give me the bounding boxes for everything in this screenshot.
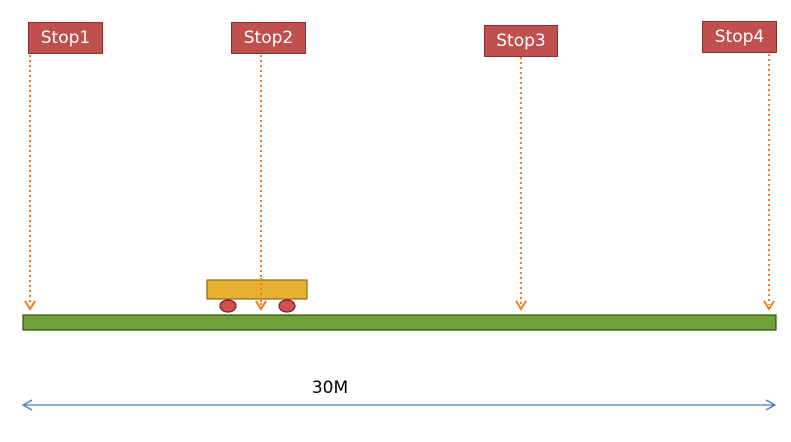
stop1-label: Stop1 bbox=[28, 22, 103, 54]
dimension-arrow-left bbox=[21, 399, 33, 411]
dimension-arrow-right bbox=[765, 399, 777, 411]
track bbox=[22, 314, 777, 331]
cart-body bbox=[206, 279, 308, 300]
cart-wheel-left bbox=[219, 299, 237, 313]
stop4-label: Stop4 bbox=[702, 21, 777, 53]
stop2-label: Stop2 bbox=[231, 22, 306, 54]
track-length-label: 30M bbox=[311, 378, 349, 398]
dimension-line bbox=[21, 399, 777, 411]
stop3-arrow-head bbox=[515, 300, 527, 311]
stop1-arrow-head bbox=[24, 300, 36, 311]
stop3-label: Stop3 bbox=[484, 25, 558, 57]
stop2-arrow-head-front bbox=[255, 300, 267, 311]
stop4-arrow-head bbox=[763, 300, 775, 311]
cart-wheel-right bbox=[278, 299, 296, 313]
cart bbox=[206, 279, 308, 313]
stop-arrows bbox=[24, 54, 775, 311]
